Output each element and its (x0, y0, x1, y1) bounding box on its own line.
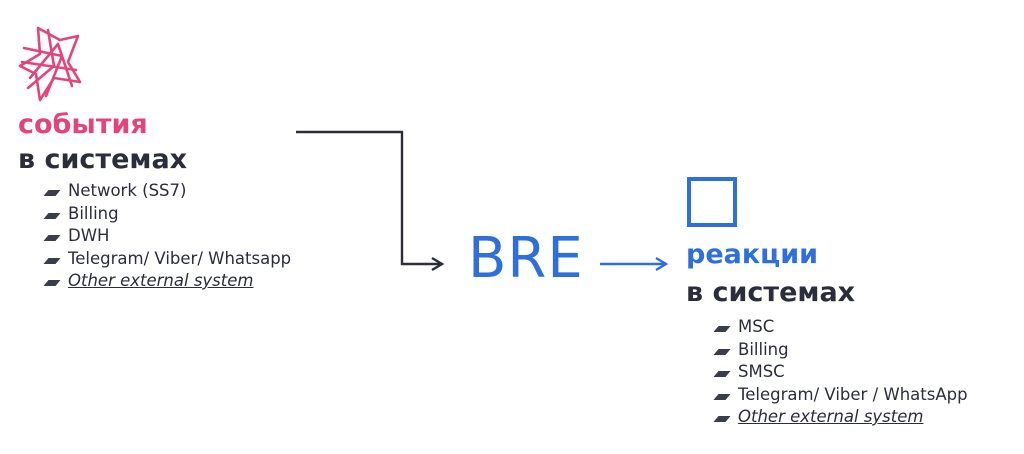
list-item: Other external system (42, 270, 291, 293)
list-item: Other external system (712, 406, 968, 429)
list-item: Telegram/ Viber/ Whatsapp (42, 248, 291, 271)
bullet-icon (43, 280, 61, 287)
list-item: Billing (712, 339, 968, 362)
bullet-icon (43, 235, 61, 242)
bre-to-reactions-arrow (600, 256, 669, 272)
reactions-title: реакции (686, 239, 819, 270)
square-outline-icon (687, 177, 737, 227)
events-source-list: Network (SS7) Billing DWH Telegram/ Vibe… (42, 180, 291, 293)
events-subtitle: в системах (18, 144, 188, 175)
bullet-icon (713, 371, 731, 378)
events-title: события (18, 109, 148, 140)
list-item: MSC (712, 316, 968, 339)
list-item: Network (SS7) (42, 180, 291, 203)
list-item: DWH (42, 225, 291, 248)
bullet-icon (43, 212, 61, 219)
bullet-icon (713, 348, 731, 355)
bullet-icon (713, 393, 731, 400)
events-to-bre-arrow (296, 130, 445, 272)
reactions-target-list: MSC Billing SMSC Telegram/ Viber / Whats… (712, 316, 968, 429)
list-item: Telegram/ Viber / WhatsApp (712, 384, 968, 407)
bre-label: BRE (468, 226, 584, 291)
bullet-icon (43, 257, 61, 264)
bullet-icon (713, 416, 731, 423)
bullet-icon (43, 190, 61, 197)
list-item: SMSC (712, 361, 968, 384)
bullet-icon (713, 326, 731, 333)
reactions-subtitle: в системах (686, 277, 856, 308)
list-item: Billing (42, 203, 291, 226)
star-burst-icon (18, 26, 82, 102)
